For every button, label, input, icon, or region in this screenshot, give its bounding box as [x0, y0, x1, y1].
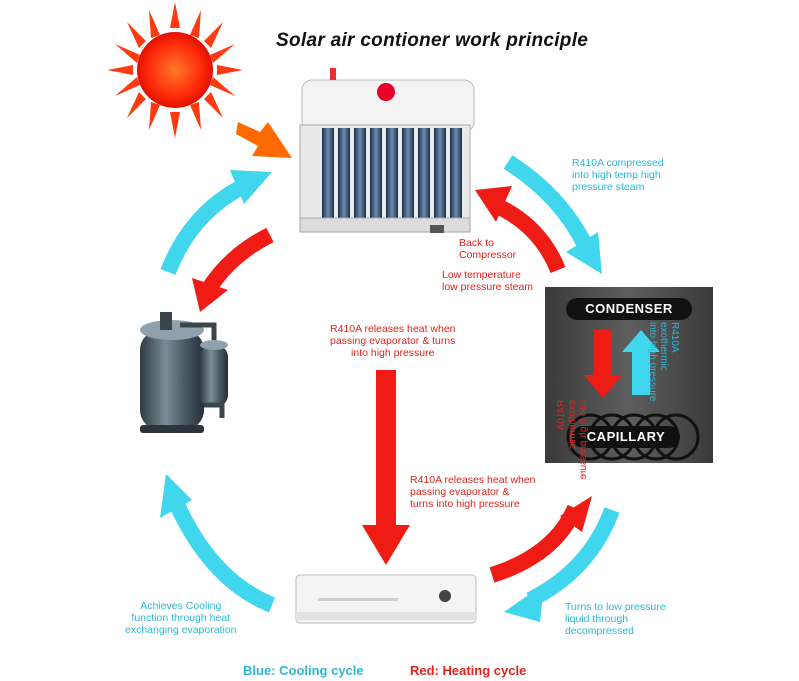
condenser-right-vertical-text: R410A exothermic into high pressure — [647, 322, 680, 402]
label-compressed: R410A compressed into high temp high pre… — [572, 157, 664, 193]
condenser-up-arrow — [622, 330, 660, 395]
condenser-label: CONDENSER — [566, 298, 692, 320]
sun-icon — [107, 2, 243, 138]
condenser-left-vertical-text: R410A exothermic into high pressure — [556, 400, 589, 480]
sun-arrow-icon — [236, 122, 292, 158]
solar-outdoor-unit-icon — [299, 68, 475, 233]
blue-arrow-compressor-to-unit — [160, 180, 244, 275]
label-achieves-cooling: Achieves Cooling function through heat e… — [125, 600, 237, 636]
red-arrow-unit-to-compressor — [201, 227, 274, 295]
red-arrow-condenser-to-unit — [491, 197, 566, 274]
label-releases-heat-top: R410A releases heat when passing evapora… — [330, 323, 456, 359]
label-turns-low-pressure: Turns to low pressure liquid through dec… — [565, 601, 666, 637]
legend-blue: Blue: Cooling cycle — [243, 663, 364, 678]
red-arrow-center-down — [362, 370, 410, 565]
blue-arrowhead-2 — [566, 232, 602, 274]
blue-arrowhead-3 — [504, 584, 544, 622]
red-arrowhead-1 — [192, 278, 228, 312]
blue-arrowhead-1 — [230, 170, 272, 204]
diagram-title: Solar air contioner work principle — [276, 30, 589, 51]
red-arrow-indoor-to-condenser — [489, 504, 583, 583]
legend-red: Red: Heating cycle — [410, 663, 527, 678]
indoor-unit-icon — [295, 574, 477, 624]
blue-arrowhead-4 — [160, 474, 192, 518]
red-arrowhead-2 — [475, 186, 512, 222]
label-releases-heat-mid: R410A releases heat when passing evapora… — [410, 474, 536, 510]
blue-arrow-indoor-to-compressor — [167, 496, 276, 613]
compressor-icon — [140, 312, 228, 433]
blue-arrow-unit-to-condenser — [503, 155, 593, 249]
label-back-to-compressor: Back to Compressor — [459, 237, 517, 261]
capillary-label: CAPILLARY — [572, 426, 680, 448]
label-low-temp: Low temperature low pressure steam — [442, 269, 534, 293]
red-arrowhead-3 — [560, 496, 592, 532]
condenser-down-arrow — [584, 330, 622, 398]
